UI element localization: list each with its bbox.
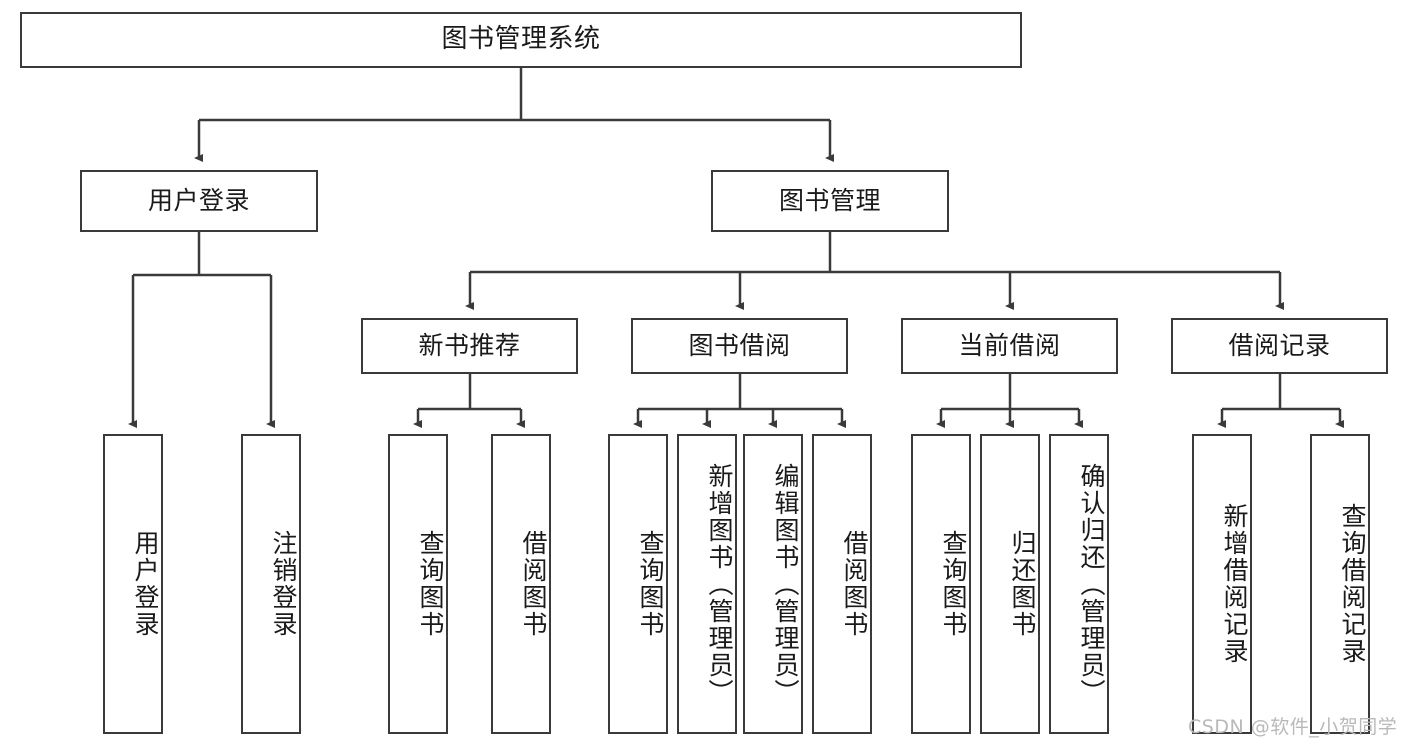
leaf-borrow-record-query-record[interactable]: 查询借阅记录 — [1310, 434, 1370, 734]
leaf-user-login-logout[interactable]: 注销登录 — [241, 434, 301, 734]
node-label: 用户登录 — [147, 186, 250, 215]
node-label: 注销登录 — [269, 530, 298, 638]
node-current-borrow[interactable]: 当前借阅 — [901, 318, 1118, 374]
leaf-book-borrow-edit-book-admin[interactable]: 编辑图书（管理员） — [743, 434, 803, 734]
node-label: 编辑图书（管理员） — [771, 462, 800, 706]
leaf-current-borrow-return-book[interactable]: 归还图书 — [980, 434, 1040, 734]
node-label: 图书管理系统 — [441, 24, 601, 55]
node-label: 确认归还（管理员） — [1077, 462, 1106, 706]
leaf-borrow-record-add-record[interactable]: 新增借阅记录 — [1192, 434, 1252, 734]
node-label: 查询图书 — [939, 530, 968, 638]
node-label: 归还图书 — [1008, 530, 1037, 638]
watermark: CSDN @软件_小贺同学 — [1188, 716, 1398, 738]
leaf-user-login-login[interactable]: 用户登录 — [103, 434, 163, 734]
node-label: 借阅记录 — [1228, 331, 1331, 360]
node-label: 查询图书 — [636, 530, 665, 638]
node-label: 用户登录 — [131, 530, 160, 638]
leaf-new-book-query-book[interactable]: 查询图书 — [388, 434, 448, 734]
node-borrow-record[interactable]: 借阅记录 — [1171, 318, 1388, 374]
node-label: 新书推荐 — [418, 331, 521, 360]
node-user-login[interactable]: 用户登录 — [80, 170, 318, 232]
node-label: 新增图书（管理员） — [705, 462, 734, 706]
node-book-borrow[interactable]: 图书借阅 — [631, 318, 848, 374]
node-label: 借阅图书 — [519, 530, 548, 638]
node-label: 当前借阅 — [958, 331, 1061, 360]
node-label: 查询图书 — [416, 530, 445, 638]
node-label: 借阅图书 — [840, 530, 869, 638]
leaf-book-borrow-add-book-admin[interactable]: 新增图书（管理员） — [677, 434, 737, 734]
node-root-book-management-system[interactable]: 图书管理系统 — [20, 12, 1022, 68]
node-new-book-recommend[interactable]: 新书推荐 — [361, 318, 578, 374]
leaf-book-borrow-query-book[interactable]: 查询图书 — [608, 434, 668, 734]
leaf-new-book-borrow-book[interactable]: 借阅图书 — [491, 434, 551, 734]
node-label: 图书管理 — [778, 186, 881, 215]
leaf-book-borrow-borrow-book[interactable]: 借阅图书 — [812, 434, 872, 734]
leaf-current-borrow-confirm-return-admin[interactable]: 确认归还（管理员） — [1049, 434, 1109, 734]
node-book-management[interactable]: 图书管理 — [711, 170, 949, 232]
node-label: 图书借阅 — [688, 331, 791, 360]
node-label: 查询借阅记录 — [1338, 503, 1367, 665]
node-label: 新增借阅记录 — [1220, 503, 1249, 665]
leaf-current-borrow-query-book[interactable]: 查询图书 — [911, 434, 971, 734]
